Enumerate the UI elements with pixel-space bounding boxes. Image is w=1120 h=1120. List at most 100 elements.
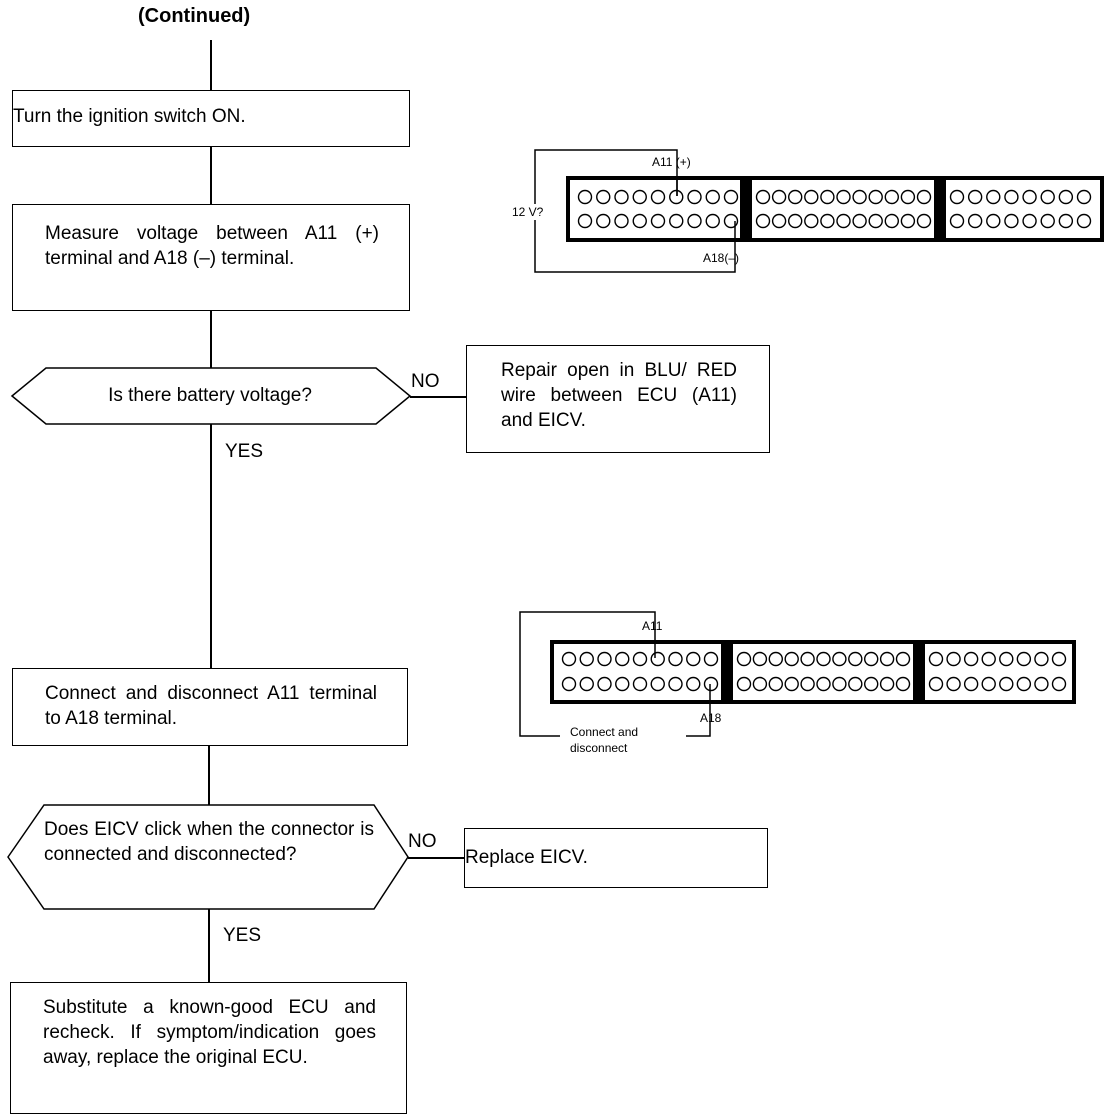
connector-pin <box>615 651 630 667</box>
connector-1-pins-section-c <box>949 189 1092 229</box>
connector-pin <box>832 676 847 692</box>
connector-pin <box>650 676 665 692</box>
step-ignition-box: Turn the ignition switch ON. <box>12 90 410 147</box>
connector-pin <box>784 651 799 667</box>
connector-pin <box>686 651 701 667</box>
connector-pin <box>771 213 787 229</box>
connector-pin <box>816 651 831 667</box>
step-connect-text: Connect and disconnect A11 terminal to A… <box>45 683 377 729</box>
connector-pin <box>884 189 899 205</box>
decision-click-text: Does EICV click when the connector is co… <box>44 819 374 865</box>
connector-2-pins-section-b <box>736 651 911 692</box>
connector-pin <box>561 651 577 667</box>
step-measure-text: Measure voltage between A11 (+) terminal… <box>45 223 379 269</box>
action-replace-text: Replace EICV. <box>465 847 588 868</box>
connector-pin <box>1040 189 1055 205</box>
flow-line-5 <box>208 745 210 805</box>
connector-pin <box>771 189 787 205</box>
connector-pin <box>596 189 611 205</box>
connector-pin <box>879 651 895 667</box>
flow-line-2 <box>210 146 212 204</box>
connector-pin <box>999 676 1014 692</box>
connector-pin <box>752 651 768 667</box>
connector-pin <box>597 651 612 667</box>
no-label-1: NO <box>411 371 440 392</box>
connector-pin <box>579 676 594 692</box>
connect-label-2: disconnect <box>570 741 628 755</box>
connector-pin <box>1016 676 1032 692</box>
connector-pin <box>1058 189 1074 205</box>
connector-pin <box>1058 213 1074 229</box>
connector-2-body <box>550 640 1076 704</box>
action-replace-box: Replace EICV. <box>464 828 768 888</box>
connector-1-pins-section-b <box>755 189 932 229</box>
voltage-label: 12 V? <box>512 205 544 219</box>
flow-line-1 <box>210 40 212 90</box>
connector-pin <box>1022 213 1037 229</box>
connector-pin <box>650 651 665 667</box>
connector-diagram-1: A11 (+) A18(–) 12 V? <box>508 149 1104 273</box>
connector-1-divider-b <box>934 178 946 240</box>
decision-battery-text: Is there battery voltage? <box>108 385 312 406</box>
connector-pin <box>1004 189 1019 205</box>
connector-2-divider-a <box>721 642 733 702</box>
connector-pin <box>879 676 895 692</box>
step-substitute-text: Substitute a known-good ECU and recheck.… <box>43 997 376 1068</box>
connector-pin <box>632 189 647 205</box>
no-line-1 <box>410 396 466 398</box>
connector-pin <box>788 213 803 229</box>
connector-pin <box>928 651 944 667</box>
connector-pin <box>1076 213 1092 229</box>
connector-pin <box>632 676 648 692</box>
connector-pin <box>784 676 799 692</box>
connector-pin <box>999 651 1014 667</box>
connector-pin <box>916 189 932 205</box>
action-repair-text: Repair open in BLU/ RED wire between ECU… <box>501 360 737 431</box>
connector-pin <box>949 213 965 229</box>
connector-pin <box>981 651 996 667</box>
connector-pin <box>949 189 965 205</box>
yes-label-1: YES <box>225 441 264 462</box>
a18-label: A18 <box>700 711 722 725</box>
connector-pin <box>963 676 979 692</box>
connector-pin <box>852 189 867 205</box>
connector-pin <box>614 213 629 229</box>
step-measure-box: Measure voltage between A11 (+) terminal… <box>12 204 410 311</box>
connector-pin <box>615 676 630 692</box>
connector-pin <box>788 189 803 205</box>
connector-pin <box>614 189 629 205</box>
connector-pin <box>768 676 783 692</box>
connector-pin <box>686 676 701 692</box>
connector-pin <box>900 189 916 205</box>
connector-pin <box>986 189 1001 205</box>
connector-pin <box>597 676 612 692</box>
connector-pin <box>669 213 684 229</box>
connector-pin <box>687 189 702 205</box>
connector-pin <box>800 676 815 692</box>
connector-pin <box>986 213 1001 229</box>
connector-pin <box>848 676 863 692</box>
step-substitute-box: Substitute a known-good ECU and recheck.… <box>10 982 407 1114</box>
a18-minus-label: A18(–) <box>703 251 739 265</box>
connector-pin <box>916 213 932 229</box>
step-ignition-text: Turn the ignition switch ON. <box>13 106 246 127</box>
voltage-label-bg <box>508 204 544 220</box>
a11-label: A11 <box>642 619 663 633</box>
step-connect-box: Connect and disconnect A11 terminal to A… <box>12 668 408 746</box>
connector-pin <box>755 213 771 229</box>
connector-pin <box>864 651 879 667</box>
connect-label-1: Connect and <box>570 725 638 739</box>
jumper-wire-end <box>686 684 711 737</box>
connector-pin <box>868 213 883 229</box>
connector-2-pins-section-a <box>561 651 719 692</box>
connector-pin <box>946 676 961 692</box>
connector-pin <box>703 676 719 692</box>
connector-1-pins-section-a <box>577 189 739 229</box>
connector-pin <box>895 651 911 667</box>
connector-1-body <box>566 176 1104 242</box>
connector-pin <box>832 651 847 667</box>
connector-pin <box>852 213 867 229</box>
connector-diagram-2: A11 A18 Connect and disconnect <box>519 611 1076 755</box>
